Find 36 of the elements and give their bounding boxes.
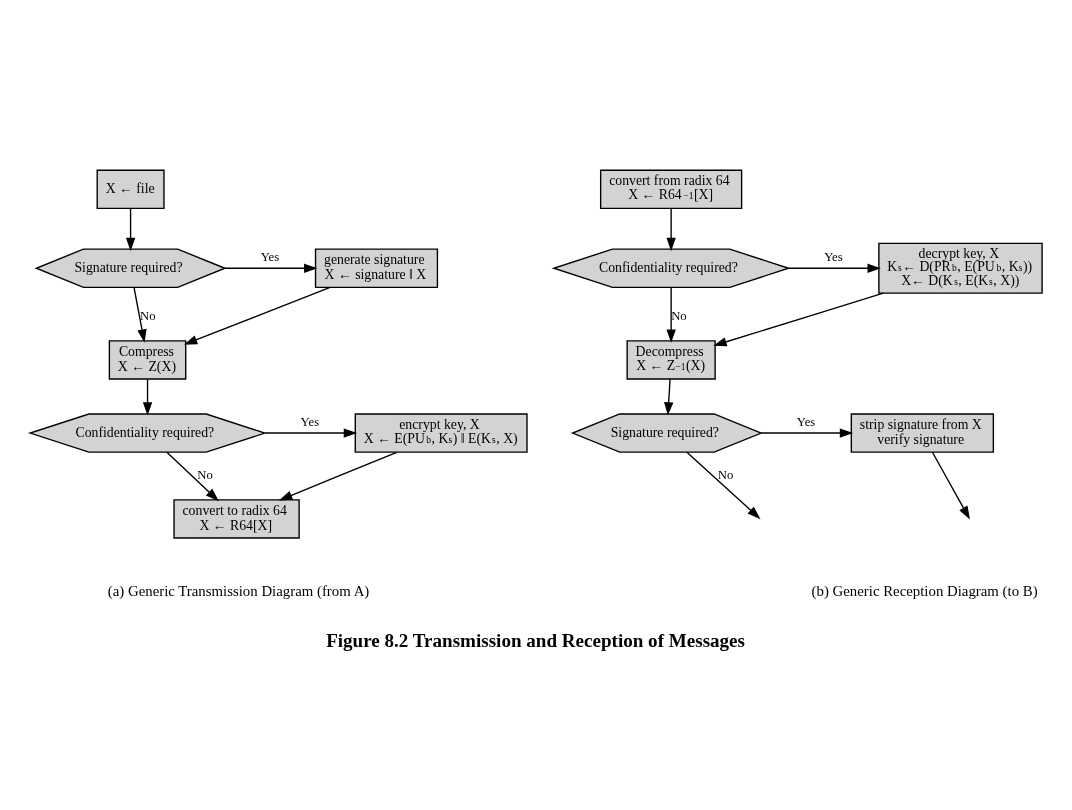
label: (a) Generic Transmission Diagram (from A) (107, 582, 370, 599)
edge-label: No (197, 467, 213, 482)
arrow (666, 207, 676, 251)
node-box: convert to radix 64 X ← R64[X] (173, 498, 300, 539)
arrow (666, 286, 676, 343)
arrow (142, 378, 153, 416)
arrow (686, 451, 761, 519)
node-box: decrypt key, X Ks← D(PRb, E(PUb, Ks)) X← D(Ks, E(Ks, X)) (878, 242, 1043, 294)
arrow (264, 427, 358, 438)
node-box: Decompress X ← Z−1(X) (626, 339, 716, 380)
edge-label: Yes (796, 414, 816, 429)
arrow (788, 263, 881, 273)
node-box: X ← file (96, 169, 165, 209)
arrow (125, 207, 136, 251)
arrow (224, 263, 318, 273)
node-box: encrypt key, X X ← E(PUb, Ks) ‖ E(Ks, X) (354, 412, 528, 453)
arrow (183, 286, 331, 345)
node-box: convert from radix 64 X ← R64−1[X] (599, 169, 743, 209)
arrow (278, 451, 398, 500)
arrow (713, 292, 885, 346)
diagram-title: Figure 8.2 Transmission and Reception of Messages (326, 629, 745, 651)
arrow (664, 378, 674, 416)
node-box: strip signature from X verify signature (850, 412, 995, 453)
edge-label: No (717, 467, 734, 482)
edge-label: Yes (260, 249, 280, 264)
arrow (166, 451, 219, 501)
label: (b) Generic Reception Diagram (to B) (811, 582, 1038, 599)
node-box: generate signature X ← signature ‖ X (314, 247, 439, 288)
edge-label: Yes (824, 249, 843, 264)
arrow (133, 286, 147, 343)
edge-label: No (671, 308, 687, 323)
edge-label: Yes (300, 414, 320, 429)
arrow (931, 451, 970, 520)
node-box: Compress X ← Z(X) (108, 339, 187, 380)
edge-label: No (140, 308, 156, 323)
arrow (760, 427, 854, 438)
